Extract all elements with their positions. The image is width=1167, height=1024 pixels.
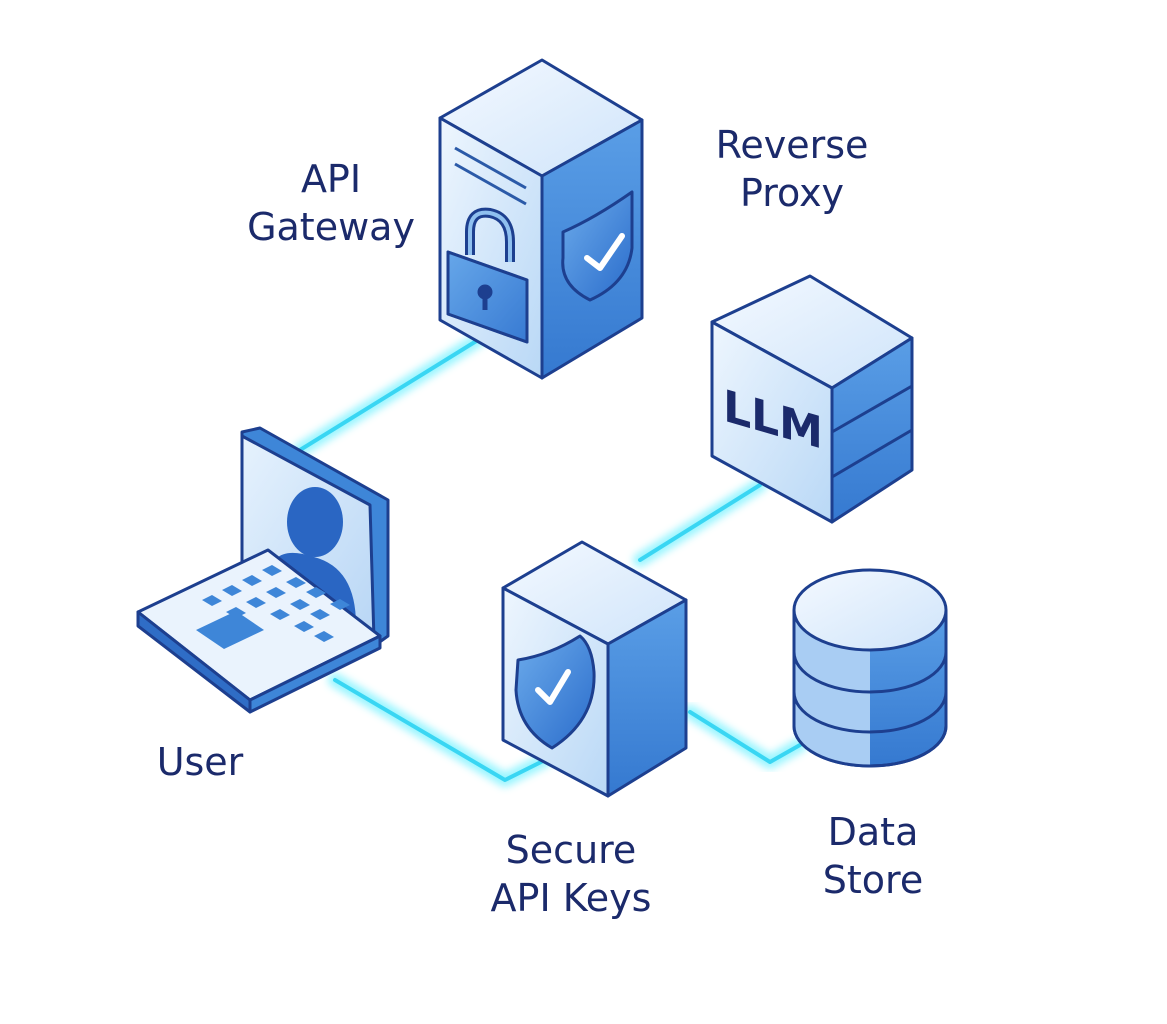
shield-check-icon [514,634,596,750]
api-gateway-server [438,58,644,380]
reverse-proxy-label-line2: Proxy [739,171,845,215]
data-store-label-line1: Data [827,810,919,854]
lock-icon [446,207,529,344]
data-store-label: Data Store [800,808,946,904]
user-label: User [140,738,260,786]
reverse-proxy-label-line1: Reverse [715,123,869,167]
reverse-proxy-label: Reverse Proxy [700,121,884,217]
secure-api-keys-server [501,540,688,798]
secure-api-keys-label-line2: API Keys [490,876,652,920]
api-gateway-label: API Gateway [236,155,426,251]
laptop-icon [136,426,390,714]
connector-user-to-keys [328,673,552,787]
api-gateway-label-line1: API [300,157,362,201]
shield-check-icon [561,190,634,302]
secure-api-keys-label: Secure API Keys [466,826,676,922]
user-label-line1: User [156,740,244,784]
keyboard-keys [196,565,350,649]
database-icon [792,568,948,768]
vent-lines [454,146,527,206]
connector-lines [293,333,807,787]
connector-user-to-gateway [293,333,485,457]
secure-api-keys-label-line1: Secure [505,828,637,872]
connector-keys-to-llm [633,478,767,567]
llm-server-block: LLM [710,274,914,524]
connector-keys-to-datastore [683,705,807,769]
api-gateway-label-line2: Gateway [247,205,415,249]
data-store-label-line2: Store [822,858,924,902]
